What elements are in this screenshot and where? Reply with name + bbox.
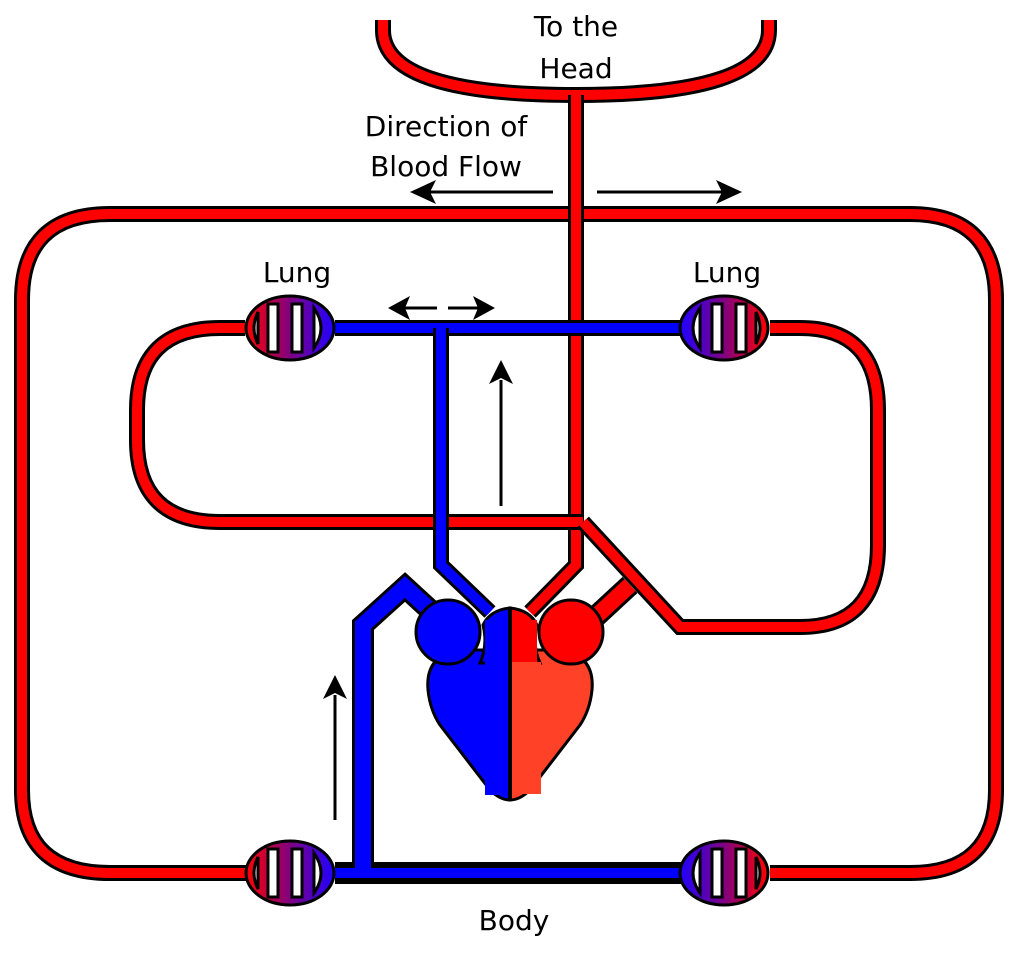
arrow-pulmonary-right <box>448 296 495 320</box>
aorta-outline <box>524 95 584 618</box>
pulmonary-vein-right <box>579 323 883 632</box>
direction-label-line1: Direction of <box>365 110 529 143</box>
right-atrium <box>414 598 482 666</box>
lung-right-stripes <box>691 302 762 354</box>
body-left-stripes <box>252 847 323 899</box>
pulmonary-vein-left <box>132 323 583 527</box>
arrow-up-center <box>489 360 513 506</box>
body-right-stripes <box>691 847 762 899</box>
left-heart-upper-fill <box>511 620 537 662</box>
head-label-line1: To the <box>533 10 618 43</box>
left-heart-lower-fill <box>511 662 541 794</box>
systemic-loop <box>17 209 1001 878</box>
arrow-left-top <box>410 180 553 204</box>
right-heart-fill <box>485 620 509 795</box>
lung-left-label: Lung <box>263 256 331 289</box>
direction-label-line2: Blood Flow <box>370 150 522 183</box>
head-label-line2: Head <box>539 52 612 85</box>
lung-right-label: Lung <box>693 256 761 289</box>
body-label: Body <box>479 904 550 937</box>
heart <box>414 598 605 802</box>
capillary-bed-body-right <box>678 839 770 907</box>
lung-left-stripes <box>252 302 323 354</box>
arrow-up-left <box>323 675 347 820</box>
veins <box>335 320 685 884</box>
aorta <box>526 95 581 616</box>
capillary-bed-body-left <box>244 839 336 907</box>
pulmonary-trunk <box>436 328 494 616</box>
left-atrium <box>537 598 605 666</box>
arrow-right-top <box>597 180 742 204</box>
pulmonary-vein-left-outline <box>129 320 583 530</box>
capillary-bed-lung-left <box>244 294 336 362</box>
flow-arrows <box>323 180 742 820</box>
vena-cava <box>355 576 436 873</box>
capillary-bed-lung-right <box>678 294 770 362</box>
arrow-pulmonary-left <box>388 296 437 320</box>
